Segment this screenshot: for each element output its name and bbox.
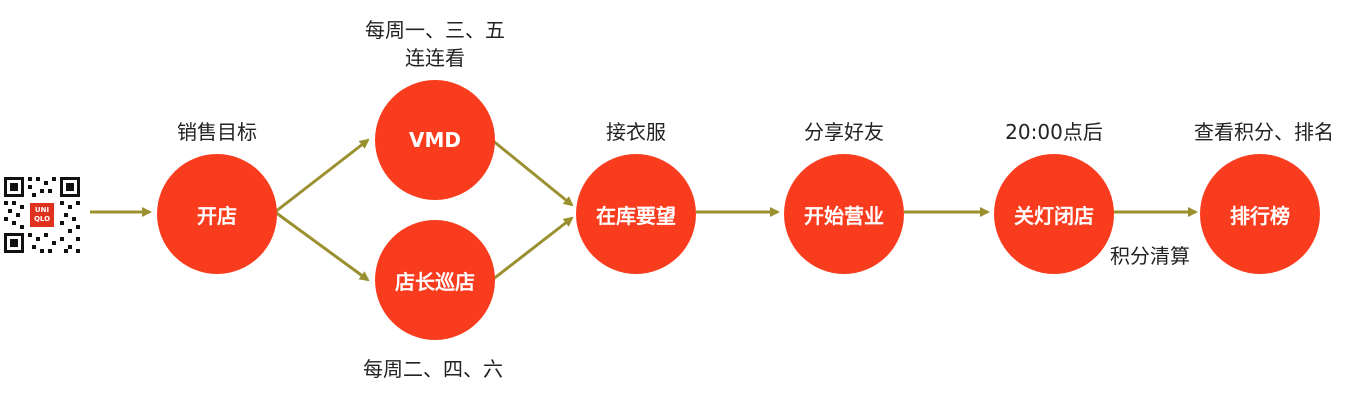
caption-points-settlement: 积分清算 (1110, 244, 1190, 268)
node-vmd[interactable]: VMD (375, 80, 495, 200)
node-open-store-label: 开店 (197, 203, 237, 228)
node-in-stock-label: 在库要望 (596, 203, 676, 228)
arrow-patrol-to-instock (491, 216, 574, 282)
arrow-open-to-patrol (274, 210, 370, 282)
caption-lights-off: 20:00点后 (1005, 120, 1103, 144)
uniqlo-logo: UNI QLO (30, 203, 54, 227)
caption-vmd-line1: 每周一、三、五 (365, 18, 505, 42)
caption-ranking: 查看积分、排名 (1194, 120, 1334, 144)
node-ranking-label: 排行榜 (1230, 203, 1290, 228)
caption-patrol: 每周二、四、六 (363, 357, 503, 381)
caption-open-store: 销售目标 (177, 120, 257, 144)
node-open-business[interactable]: 开始营业 (784, 154, 904, 274)
node-lights-off[interactable]: 关灯闭店 (994, 154, 1114, 274)
logo-line-2: QLO (33, 215, 51, 223)
caption-vmd-line2: 连连看 (405, 46, 465, 70)
node-vmd-label: VMD (409, 128, 461, 152)
node-patrol[interactable]: 店长巡店 (375, 220, 495, 340)
node-in-stock[interactable]: 在库要望 (576, 154, 696, 274)
node-lights-off-label: 关灯闭店 (1014, 203, 1094, 228)
node-open-business-label: 开始营业 (804, 203, 884, 228)
arrow-open-to-vmd (274, 138, 370, 214)
qr-pattern (2, 175, 82, 255)
node-open-store[interactable]: 开店 (157, 154, 277, 274)
node-ranking[interactable]: 排行榜 (1200, 154, 1320, 274)
arrow-vmd-to-instock (491, 138, 574, 207)
logo-line-1: UNI (34, 206, 50, 214)
caption-in-stock: 接衣服 (606, 120, 666, 144)
node-patrol-label: 店长巡店 (395, 269, 475, 294)
qr-code-icon[interactable]: UNI QLO (2, 175, 82, 255)
caption-open-business: 分享好友 (804, 120, 884, 144)
